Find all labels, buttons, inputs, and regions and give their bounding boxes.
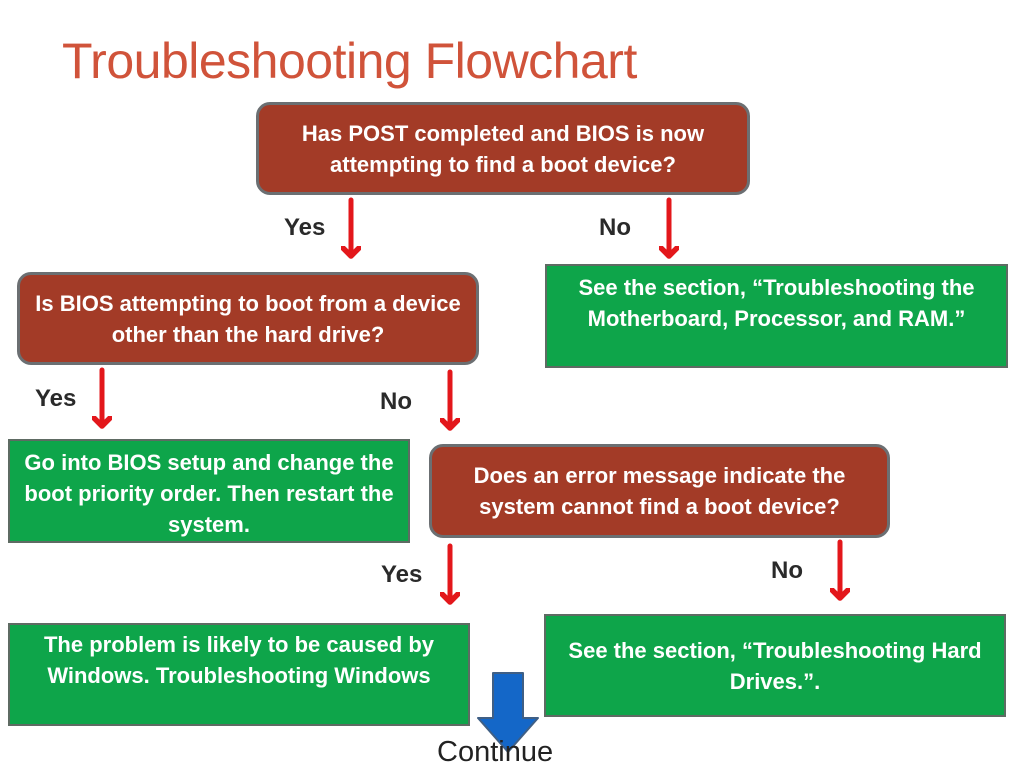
label-q2-no: No — [380, 388, 412, 415]
answer-change-boot-priority-text: Go into BIOS setup and change the boot p… — [24, 450, 394, 537]
label-q1-yes: Yes — [284, 214, 326, 241]
page-title: Troubleshooting Flowchart — [62, 33, 637, 89]
question-boot-other-device: Is BIOS attempting to boot from a device… — [17, 272, 479, 365]
label-q1-no: No — [599, 214, 631, 241]
question-post-completed-text: Has POST completed and BIOS is now attem… — [301, 120, 705, 177]
answer-windows-problem-text: The problem is likely to be caused by Wi… — [43, 632, 434, 688]
answer-hard-drives-section: See the section, “Troubleshooting Hard D… — [544, 614, 1006, 717]
continue-arrow-icon — [477, 672, 539, 753]
answer-windows-problem: The problem is likely to be caused by Wi… — [8, 623, 470, 726]
question-error-message: Does an error message indicate the syste… — [429, 444, 890, 538]
label-q2-yes: Yes — [35, 385, 77, 412]
label-q3-yes: Yes — [381, 561, 423, 588]
answer-motherboard-section-text: See the section, “Troubleshooting the Mo… — [578, 275, 975, 331]
question-boot-other-device-text: Is BIOS attempting to boot from a device… — [35, 290, 461, 347]
continue-label: Continue — [437, 736, 554, 768]
question-error-message-text: Does an error message indicate the syste… — [473, 463, 846, 519]
answer-motherboard-section: See the section, “Troubleshooting the Mo… — [545, 264, 1008, 368]
answer-change-boot-priority: Go into BIOS setup and change the boot p… — [8, 439, 410, 543]
label-q3-no: No — [771, 557, 803, 584]
question-post-completed: Has POST completed and BIOS is now attem… — [256, 102, 750, 195]
answer-hard-drives-section-text: See the section, “Troubleshooting Hard D… — [568, 637, 982, 694]
